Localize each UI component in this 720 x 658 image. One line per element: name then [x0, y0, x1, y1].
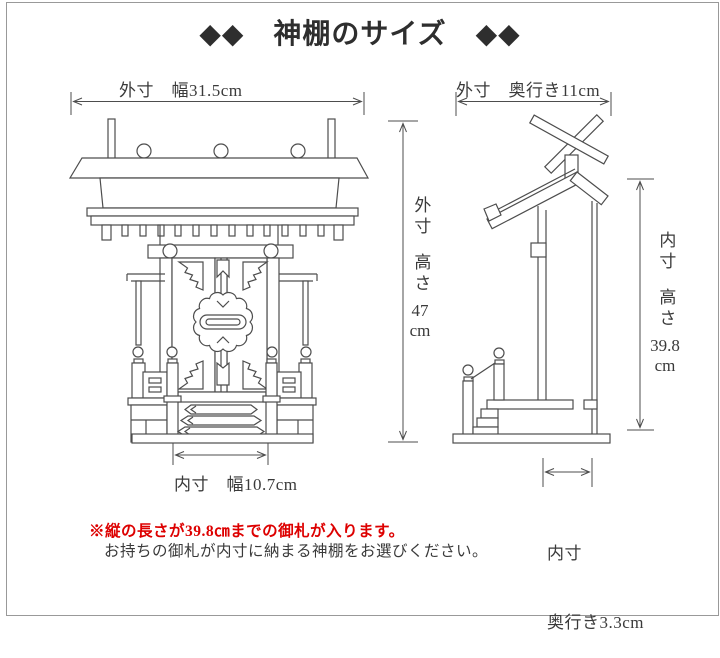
- inner-depth-label-line1: 内寸: [547, 543, 582, 563]
- side-base: [452, 433, 611, 444]
- outer-depth-label: 外寸 奥行き11cm: [456, 81, 601, 100]
- outer-height-dimension-arrow: [388, 120, 418, 443]
- outer-width-dimension-arrow: [70, 92, 365, 115]
- front-roof: [68, 118, 370, 241]
- outer-height-label: 外寸 高さ 47 cm: [404, 196, 436, 340]
- page-title: ◆◆ 神棚のサイズ ◆◆: [199, 18, 521, 49]
- side-body: [486, 201, 598, 434]
- inner-height-unit: cm: [654, 355, 676, 375]
- instruction-note: お持ちの御札が内寸に納まる神棚をお選びください。: [104, 543, 489, 560]
- front-view-drawing: [68, 118, 370, 444]
- side-stairs: [462, 347, 505, 436]
- front-base: [131, 433, 314, 444]
- outer-height-unit: cm: [409, 320, 431, 340]
- outer-height-label-part2: 高さ: [411, 253, 431, 295]
- kamidana-size-diagram: [68, 92, 654, 487]
- outer-height-label-part1: 外寸: [411, 196, 431, 238]
- side-roof: [483, 168, 609, 230]
- front-side-pillars: [126, 273, 318, 443]
- inner-height-label-part1: 内寸: [656, 231, 676, 273]
- warning-note: ※縦の長さが39.8㎝までの御札が入ります。: [89, 523, 405, 540]
- inner-depth-label-line2: 奥行き3.3cm: [547, 612, 645, 632]
- outer-height-value: 47: [411, 301, 429, 320]
- outer-depth-dimension-arrow: [455, 92, 612, 116]
- inner-width-dimension-arrow: [172, 443, 269, 465]
- door-handle-ornament: [192, 291, 254, 353]
- side-view-drawing: [452, 113, 611, 444]
- inner-width-label: 内寸 幅10.7cm: [174, 475, 298, 494]
- inner-height-label-part2: 高さ: [656, 288, 676, 330]
- inner-depth-dimension-arrow: [542, 458, 593, 487]
- inner-height-value: 39.8: [650, 336, 680, 355]
- inner-height-dimension-arrow: [627, 178, 654, 431]
- outer-width-label: 外寸 幅31.5cm: [119, 81, 243, 100]
- inner-depth-label: 内寸 奥行き3.3cm: [547, 497, 644, 658]
- side-chigi-cross: [528, 113, 610, 180]
- inner-height-label: 内寸 高さ 39.8 cm: [645, 231, 685, 375]
